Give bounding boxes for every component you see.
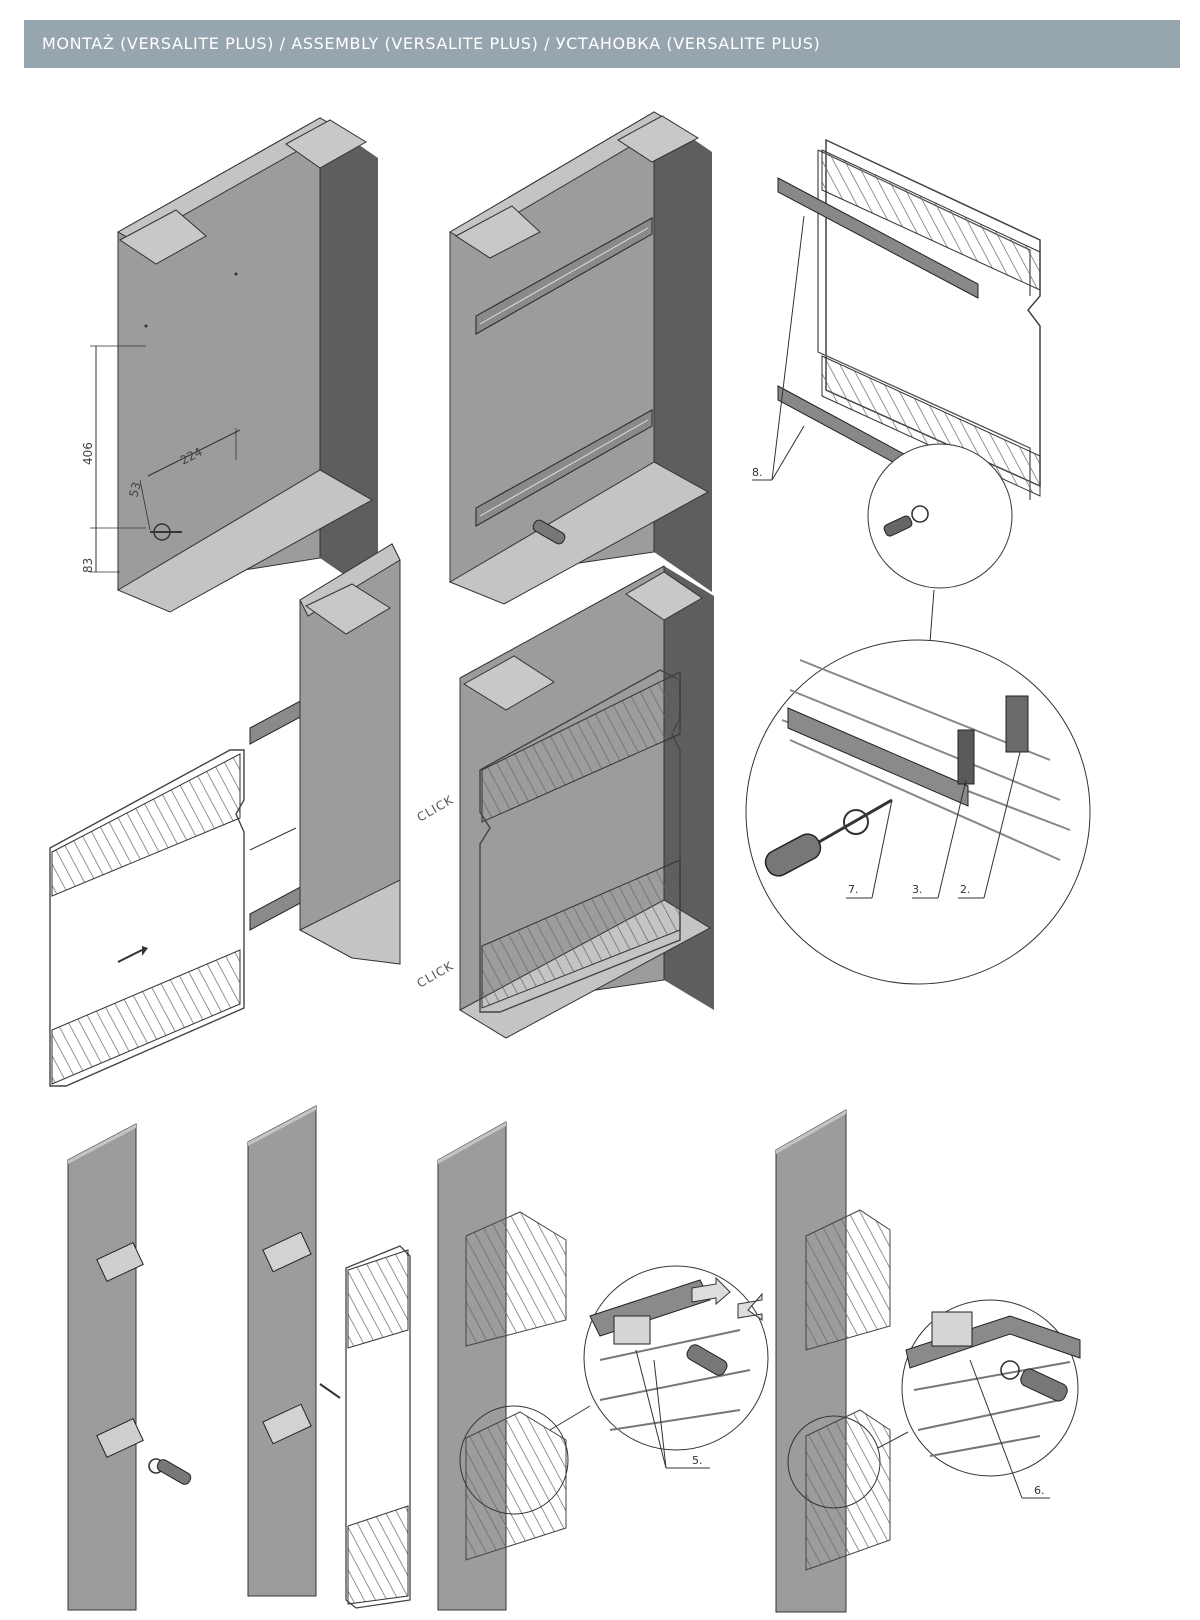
label-step2: 2.: [960, 883, 971, 896]
label-step7: 7.: [848, 883, 859, 896]
label-step3: 3.: [912, 883, 923, 896]
label-step8: 8.: [752, 466, 763, 479]
cabinet-assembled: [458, 565, 714, 1039]
page-title: MONTAŻ (VERSALITE PLUS) / ASSEMBLY (VERS…: [42, 34, 821, 53]
basket-insert-step: [49, 543, 401, 1087]
panel-bracket-mount: [67, 1123, 192, 1611]
click-label-top: CLICK: [415, 792, 457, 824]
panel-brackets-fixed: [247, 1105, 411, 1609]
dimension-53: 53: [126, 480, 143, 498]
detail-circle-runner: [745, 639, 1091, 985]
basket-step8: [752, 138, 1041, 643]
panel-basket-locked: [775, 1109, 1081, 1613]
panel-basket-slide: [437, 1121, 769, 1611]
label-step5: 5.: [692, 1454, 703, 1467]
cabinet-step2: [448, 111, 712, 605]
dimension-406: 406: [81, 442, 95, 465]
click-label-bottom: CLICK: [415, 958, 457, 990]
cabinet-step1: [90, 117, 378, 613]
dimension-83: 83: [81, 558, 95, 573]
header-bar: MONTAŻ (VERSALITE PLUS) / ASSEMBLY (VERS…: [24, 20, 1180, 68]
label-step6: 6.: [1034, 1484, 1045, 1497]
